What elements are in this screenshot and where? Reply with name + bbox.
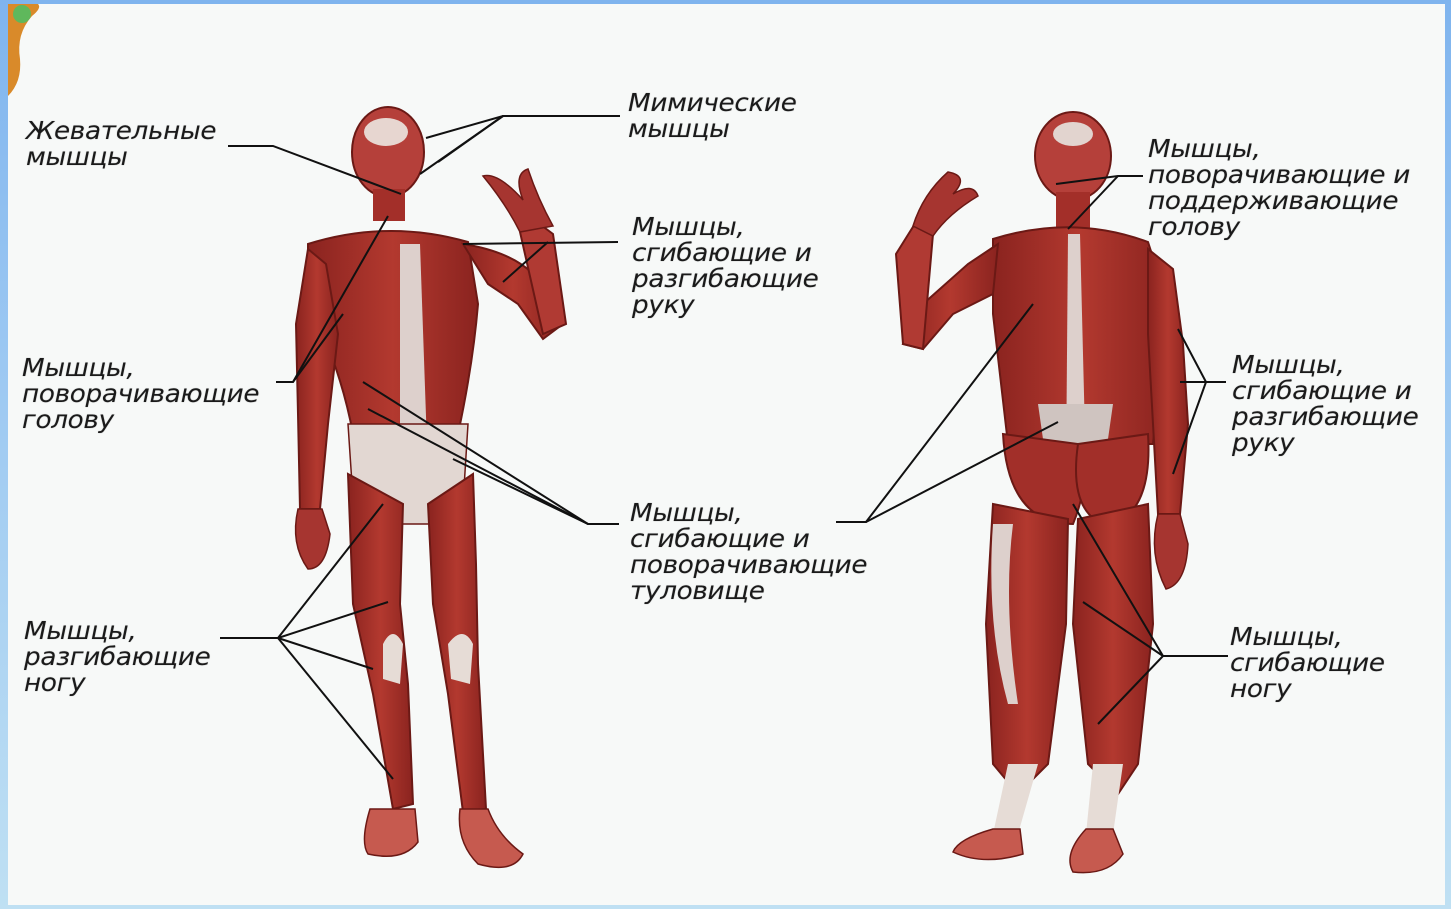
label-line: сгибающие и bbox=[632, 240, 818, 266]
label-line: голову bbox=[1148, 214, 1410, 240]
label-line: Мышцы, bbox=[24, 618, 210, 644]
label-line: Мышцы, bbox=[22, 355, 259, 381]
label-line: поворачивающие bbox=[630, 552, 867, 578]
label-line: поворачивающие bbox=[22, 381, 259, 407]
label-line: ногу bbox=[1230, 676, 1385, 702]
label-line: разгибающие bbox=[632, 266, 818, 292]
label-line: сгибающие и bbox=[1232, 378, 1418, 404]
diagram-canvas: Жевательные мышцы Мимические мышцы Мышцы… bbox=[8, 4, 1445, 905]
label-line: Мышцы, bbox=[1232, 352, 1418, 378]
label-line: сгибающие bbox=[1230, 650, 1385, 676]
label-line: ногу bbox=[24, 670, 210, 696]
label-line: Жевательные bbox=[26, 118, 216, 144]
label-line: туловище bbox=[630, 578, 867, 604]
label-arm-muscles-front: Мышцы, сгибающие и разгибающие руку bbox=[632, 214, 818, 318]
label-head-supporting-muscles: Мышцы, поворачивающие и поддерживающие г… bbox=[1148, 136, 1410, 240]
label-line: голову bbox=[22, 407, 259, 433]
label-line: мышцы bbox=[26, 144, 216, 170]
label-line: мышцы bbox=[628, 116, 797, 142]
label-leg-extending-muscles: Мышцы, разгибающие ногу bbox=[24, 618, 210, 696]
label-line: Мышцы, bbox=[630, 500, 867, 526]
label-line: руку bbox=[1232, 430, 1418, 456]
label-arm-muscles-back: Мышцы, сгибающие и разгибающие руку bbox=[1232, 352, 1418, 456]
back-figure bbox=[896, 112, 1188, 873]
label-mimic-muscles: Мимические мышцы bbox=[628, 90, 797, 142]
label-line: поворачивающие и bbox=[1148, 162, 1410, 188]
label-line: Мышцы, bbox=[1230, 624, 1385, 650]
label-line: руку bbox=[632, 292, 818, 318]
label-line: поддерживающие bbox=[1148, 188, 1410, 214]
label-leg-flexing-muscles: Мышцы, сгибающие ногу bbox=[1230, 624, 1385, 702]
label-chewing-muscles: Жевательные мышцы bbox=[26, 118, 216, 170]
label-line: Мышцы, bbox=[1148, 136, 1410, 162]
label-line: Мимические bbox=[628, 90, 797, 116]
label-line: разгибающие bbox=[1232, 404, 1418, 430]
front-figure bbox=[296, 107, 566, 867]
label-line: разгибающие bbox=[24, 644, 210, 670]
label-line: сгибающие и bbox=[630, 526, 867, 552]
label-head-turning-muscles: Мышцы, поворачивающие голову bbox=[22, 355, 259, 433]
label-line: Мышцы, bbox=[632, 214, 818, 240]
label-trunk-muscles: Мышцы, сгибающие и поворачивающие тулови… bbox=[630, 500, 867, 604]
